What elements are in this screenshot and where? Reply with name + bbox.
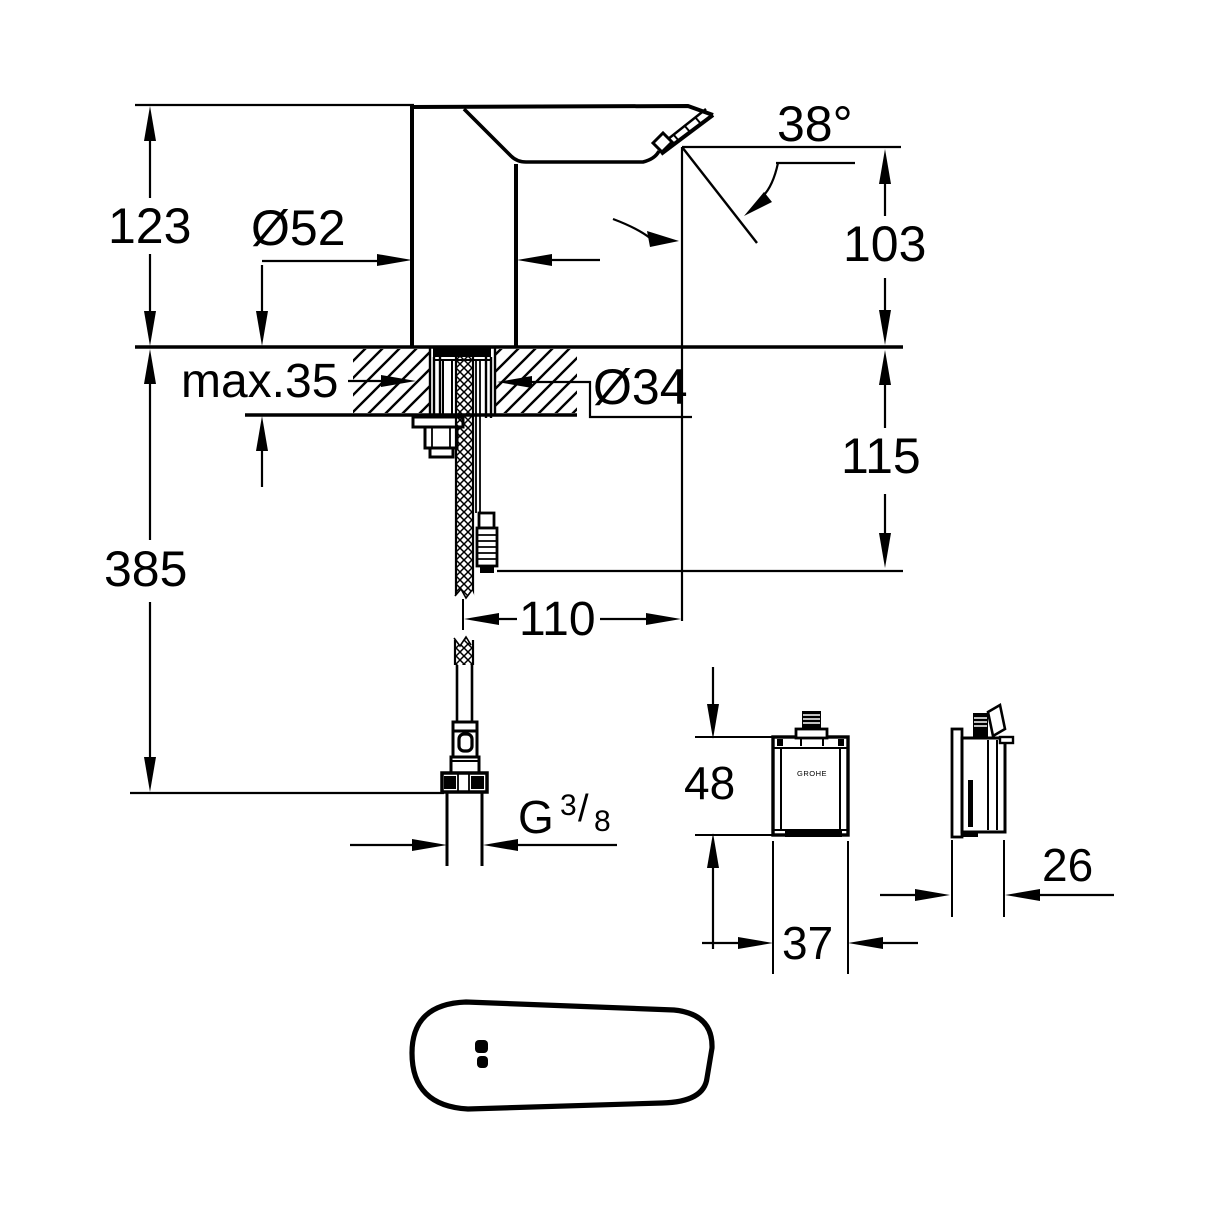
dim-110	[464, 613, 681, 625]
control-box-front-view: GROHE	[771, 711, 850, 837]
power-connector-plug	[475, 511, 499, 573]
dim-37	[702, 841, 918, 974]
dim-26	[880, 840, 1114, 917]
dim-label-box-height-48: 48	[684, 757, 736, 809]
thread-prefix: G	[518, 791, 554, 843]
dim-label-max-deck-35: max.35	[181, 355, 339, 408]
dim-label-outlet-height-103: 103	[843, 216, 927, 272]
dim-label-overall-385: 385	[104, 541, 188, 597]
control-box-brand-text: GROHE	[797, 769, 827, 778]
thread-slash: /	[578, 788, 589, 830]
dim-label-angle-38: 38°	[777, 96, 853, 152]
dim-115	[497, 350, 903, 573]
dim-label-box-width-37: 37	[782, 917, 834, 969]
dim-label-reach-110: 110	[519, 593, 596, 646]
dim-label-height-123: 123	[108, 198, 192, 254]
dim-angle-38	[612, 145, 901, 621]
dim-o34	[497, 376, 692, 419]
control-box-side-view	[950, 702, 1015, 839]
dim-48	[695, 667, 772, 949]
thread-denominator: 8	[594, 805, 611, 838]
dim-label-box-depth-26: 26	[1042, 839, 1094, 891]
escutcheon-top-view	[409, 999, 715, 1112]
hose-end-fitting	[440, 720, 489, 794]
dim-label-below-deck-115: 115	[841, 428, 921, 484]
dim-o52	[262, 254, 600, 266]
thread-numerator: 3	[560, 789, 577, 822]
power-cable	[475, 360, 481, 513]
dim-103	[879, 149, 891, 345]
dim-label-hole-diameter-34: Ø34	[593, 359, 688, 415]
aerator-outlet	[650, 108, 715, 156]
faucet-spout-outline	[409, 104, 714, 357]
dim-label-diameter-52: Ø52	[251, 200, 346, 256]
g38-connection-tube	[445, 792, 484, 866]
dim-385	[130, 349, 444, 795]
dim-123	[135, 103, 414, 346]
braided-supply-hose	[453, 357, 475, 723]
dim-g38	[350, 839, 617, 851]
grohe-logo-mark	[475, 1040, 488, 1068]
dim-max35	[256, 265, 416, 487]
dim-label-thread-g38: G 3 / 8	[518, 788, 618, 861]
